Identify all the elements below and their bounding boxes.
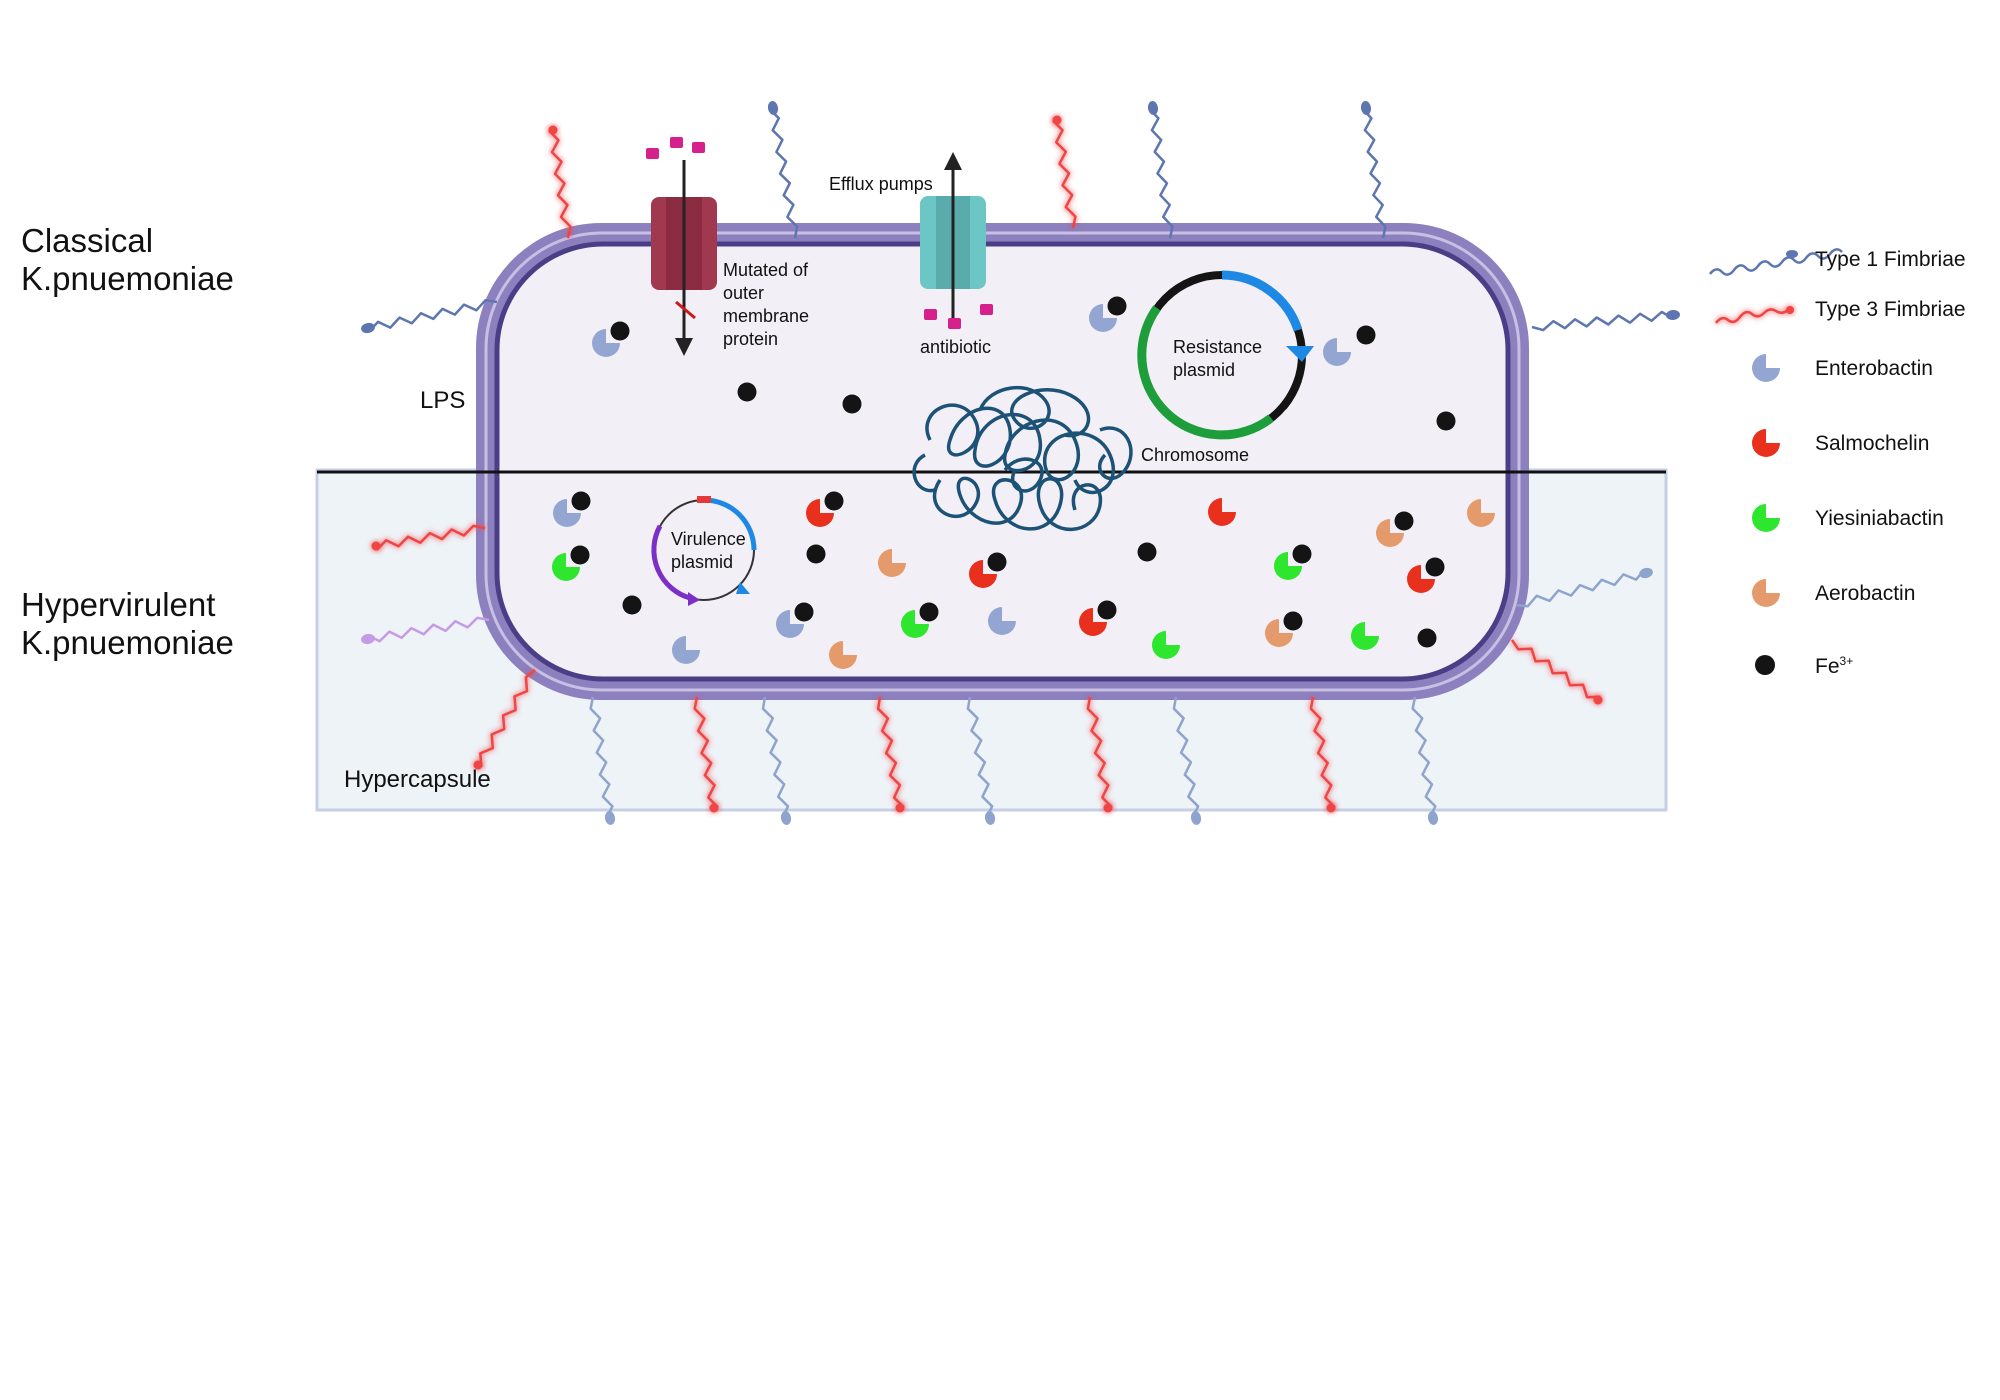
mutated-porin bbox=[646, 137, 717, 356]
yiesiniabactin-fe-complex bbox=[1274, 544, 1312, 580]
yiesiniabactin-fe-complex bbox=[901, 602, 939, 638]
siderophore-group bbox=[552, 296, 1495, 669]
type1-fimbria bbox=[1147, 101, 1174, 239]
chromosome-dna bbox=[912, 385, 1133, 532]
salmochelin-fe-complex bbox=[1079, 600, 1117, 636]
mutated-protein-label-line1: Mutated of bbox=[723, 260, 809, 280]
yiesiniabactin-fe-complex bbox=[552, 545, 590, 581]
type1-fimbria bbox=[361, 298, 498, 334]
classical-label-line2: K.pnuemoniae bbox=[21, 260, 234, 297]
legend-label-type1: Type 1 Fimbriae bbox=[1815, 248, 1966, 271]
mutated-protein-label-line4: protein bbox=[723, 329, 778, 349]
efflux-pump bbox=[920, 152, 993, 329]
type1-fimbria bbox=[1531, 309, 1680, 332]
type1-fimbria bbox=[1411, 696, 1439, 825]
aerobactin-icon bbox=[1752, 579, 1780, 607]
type1-fimbria bbox=[589, 696, 616, 825]
type1-fimbria bbox=[767, 101, 799, 239]
yiesiniabactin-icon bbox=[1752, 504, 1780, 532]
iron-ion bbox=[622, 595, 642, 615]
type1-fimbria-icon bbox=[1709, 248, 1843, 276]
virulence-plasmid bbox=[651, 496, 757, 606]
chromosome-label: Chromosome bbox=[1141, 445, 1249, 465]
iron-ion bbox=[842, 394, 862, 414]
enterobactin-icon bbox=[1752, 354, 1780, 382]
legend-label-type3: Type 3 Fimbriae bbox=[1815, 298, 1966, 321]
iron-ion bbox=[737, 382, 757, 402]
type1-fimbria bbox=[1172, 696, 1202, 825]
type1-fimbria bbox=[1515, 567, 1653, 608]
enterobactin-fe-complex bbox=[592, 321, 630, 357]
aerobactin-fe-complex bbox=[1376, 511, 1414, 547]
salmochelin-icon bbox=[1752, 429, 1780, 457]
hypercapsule-label: Hypercapsule bbox=[344, 766, 491, 793]
enterobactin-fe-complex bbox=[553, 491, 591, 527]
iron-icon bbox=[1755, 655, 1775, 675]
type1-fimbria bbox=[761, 696, 792, 825]
type3-fimbria-icon bbox=[1715, 308, 1789, 324]
resistance-plasmid-label-line2: plasmid bbox=[1173, 360, 1235, 380]
hypervirulent-label-line1: Hypervirulent bbox=[21, 586, 215, 623]
type3-fimbria bbox=[1309, 696, 1336, 813]
enterobactin-fe-complex bbox=[776, 602, 814, 638]
type3-fimbria bbox=[1052, 115, 1077, 229]
virulence-plasmid-label-line2: plasmid bbox=[671, 552, 733, 572]
salmochelin-fe-complex bbox=[806, 491, 844, 527]
iron-ion bbox=[1356, 325, 1376, 345]
legend-label-iron-symbol: Fe bbox=[1815, 655, 1840, 678]
efflux-pumps-label: Efflux pumps bbox=[829, 174, 933, 194]
lps-label: LPS bbox=[420, 387, 465, 414]
legend-label-iron-charge: 3+ bbox=[1840, 654, 1854, 668]
resistance-plasmid bbox=[1137, 270, 1314, 440]
hypervirulent-label-line2: K.pnuemoniae bbox=[21, 624, 234, 661]
salmochelin-fe-complex bbox=[1407, 557, 1445, 593]
legend-label-aerobactin: Aerobactin bbox=[1815, 582, 1915, 605]
type3-fimbria bbox=[693, 696, 719, 813]
legend: Type 1 Fimbriae Type 3 Fimbriae Enteroba… bbox=[1709, 248, 1966, 678]
type3-fimbria bbox=[876, 696, 905, 813]
outer-membrane bbox=[484, 231, 1521, 692]
type1-fimbria bbox=[361, 616, 490, 645]
iron-ion bbox=[806, 544, 826, 564]
type3-fimbria bbox=[1086, 696, 1113, 813]
legend-label-salmochelin: Salmochelin bbox=[1815, 432, 1929, 455]
legend-label-enterobactin: Enterobactin bbox=[1815, 357, 1933, 380]
enterobactin-fe-complex bbox=[1089, 296, 1127, 332]
resistance-plasmid-label-line1: Resistance bbox=[1173, 337, 1262, 357]
legend-label-iron: Fe3+ bbox=[1815, 654, 1853, 678]
classical-label-line1: Classical bbox=[21, 222, 153, 259]
cytoplasm bbox=[494, 241, 1511, 682]
antibiotic-label: antibiotic bbox=[920, 337, 991, 357]
type1-fimbria bbox=[1360, 101, 1387, 239]
iron-ion bbox=[1417, 628, 1437, 648]
type3-fimbria bbox=[1510, 639, 1603, 705]
legend-label-yiesiniabactin: Yiesiniabactin bbox=[1815, 507, 1944, 530]
mutated-protein-label-line3: membrane bbox=[723, 306, 809, 326]
iron-ion bbox=[1436, 411, 1456, 431]
mutated-protein-label-line2: outer bbox=[723, 283, 764, 303]
aerobactin-fe-complex bbox=[1265, 611, 1303, 647]
type3-fimbria bbox=[371, 524, 486, 551]
fimbriae-group bbox=[361, 101, 1680, 825]
type1-fimbria bbox=[966, 696, 996, 825]
iron-ion bbox=[1137, 542, 1157, 562]
virulence-plasmid-label-line1: Virulence bbox=[671, 529, 746, 549]
salmochelin-fe-complex bbox=[969, 552, 1007, 588]
type3-fimbria bbox=[548, 125, 572, 239]
type3-fimbria bbox=[473, 669, 536, 770]
